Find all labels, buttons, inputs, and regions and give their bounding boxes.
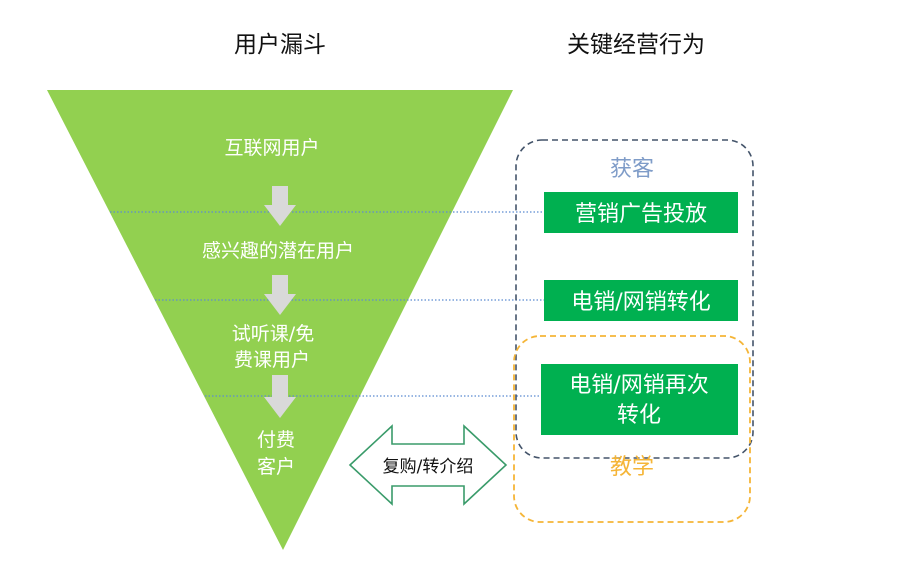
action-box-retele <box>541 364 738 435</box>
teaching-group-label: 教学 <box>610 455 654 480</box>
stage-trial-users-line2: 费课用户 <box>234 349 310 371</box>
loop-label: 复购/转介绍 <box>383 457 474 477</box>
down-arrow-icon <box>264 375 296 418</box>
action-retele-label-line2: 转化 <box>617 403 661 428</box>
down-arrow-icon <box>264 186 296 226</box>
acquire-group-label: 获客 <box>610 157 654 182</box>
stage-paid-line2: 客户 <box>257 456 295 478</box>
teaching-group-box <box>513 335 751 523</box>
double-arrow-icon <box>348 424 508 506</box>
action-retele-label-line1: 电销/网销再次 <box>569 373 708 398</box>
action-box-ads <box>544 192 738 233</box>
stage-trial-users-line1: 试听课/免 <box>232 323 314 345</box>
stage-paid-line1: 付费 <box>257 429 295 451</box>
funnel-heading: 用户漏斗 <box>234 32 326 58</box>
behaviors-heading: 关键经营行为 <box>567 32 705 58</box>
acquire-group-box <box>515 139 754 459</box>
stage-interested-users: 感兴趣的潜在用户 <box>202 240 354 262</box>
down-arrow-icon <box>264 275 296 315</box>
funnel-triangle <box>47 90 513 550</box>
action-tele-label: 电销/网销转化 <box>571 290 710 315</box>
action-box-tele <box>544 280 738 321</box>
stage-internet-users: 互联网用户 <box>224 137 319 159</box>
action-ads-label: 营销广告投放 <box>575 202 707 227</box>
